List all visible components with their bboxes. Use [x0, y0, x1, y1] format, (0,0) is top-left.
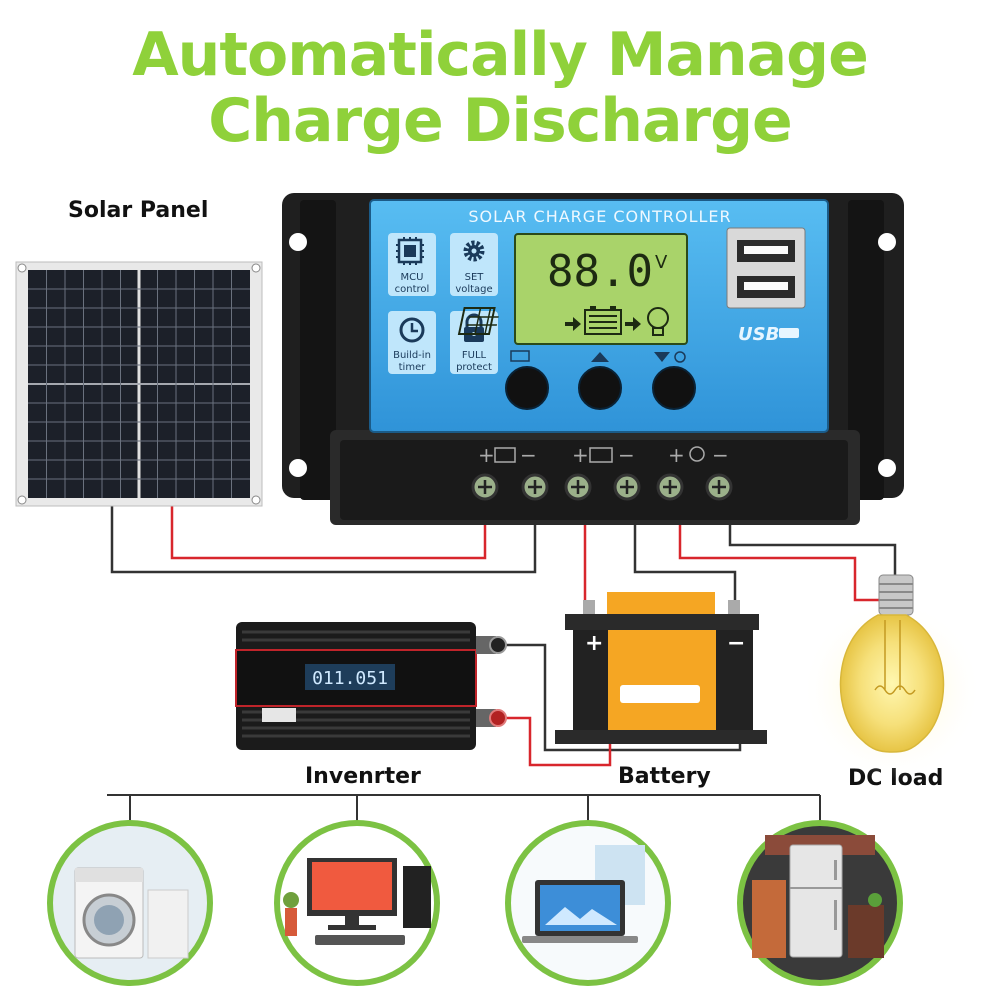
terminal-sign-1: + [478, 443, 495, 467]
solar-panel-label: Solar Panel [68, 198, 209, 223]
terminal-sign-3: + [572, 443, 589, 467]
lcd-value: 88.0 [547, 246, 653, 297]
feature-mcu: MCU control [388, 233, 436, 296]
appliance-bus [107, 794, 821, 825]
title-line-1: Automatically Manage [132, 20, 869, 90]
feature-set-line2: voltage [455, 284, 492, 295]
inverter-positive-terminal[interactable] [489, 709, 507, 727]
title-line-2: Charge Discharge [208, 86, 792, 156]
desktop-computer-icon [283, 858, 431, 945]
inverter: 011.051 [235, 622, 507, 750]
terminals[interactable] [471, 473, 733, 501]
down-button[interactable] [652, 366, 696, 410]
clock-icon [399, 317, 425, 343]
appliance-washing-machine [47, 820, 213, 986]
inverter-display: 011.051 [312, 668, 388, 689]
feature-mcu-line2: control [395, 284, 430, 295]
feature-protect: FULL protect [450, 311, 498, 374]
feature-timer-line1: Build-in [393, 350, 431, 361]
feature-protect-line1: FULL [462, 350, 487, 361]
wire-solar-positive [170, 500, 487, 560]
wire-load-positive [678, 500, 880, 602]
feature-set: SET voltage [450, 233, 498, 296]
battery-icon [584, 306, 622, 335]
battery: + − [555, 592, 767, 744]
appliance-laptop [505, 820, 671, 986]
wire-inverter-positive [500, 716, 612, 767]
menu-button[interactable] [505, 366, 549, 410]
inverter-label: Invenrter [305, 764, 421, 789]
usb-label: USB [738, 324, 779, 345]
terminal-sign-6: − [712, 443, 729, 467]
svg-text:+: + [585, 631, 603, 656]
wire-inverter-negative [500, 643, 742, 752]
terminal-sign-2: − [520, 443, 537, 467]
load-terminal-icon [689, 446, 705, 462]
appliance-desktop [274, 820, 440, 986]
up-button[interactable] [578, 366, 622, 410]
wire-solar-negative [110, 500, 537, 574]
appliance-refrigerator [737, 820, 903, 986]
solar-terminal-icon [494, 447, 516, 463]
solar-icon [457, 307, 499, 335]
lcd-unit: V [655, 252, 668, 273]
battery-terminal-icon [589, 447, 613, 463]
terminal-sign-5: + [668, 443, 685, 467]
laptop-icon [522, 845, 645, 943]
bulb-icon-large [802, 574, 982, 780]
feature-set-line1: SET [465, 272, 485, 283]
feature-timer: Build-in timer [388, 311, 436, 374]
svg-text:−: − [727, 631, 745, 656]
charge-controller: SOLAR CHARGE CONTROLLER MCU control SET … [282, 193, 904, 525]
controller-header: SOLAR CHARGE CONTROLLER [468, 207, 731, 226]
gear-icon [463, 240, 485, 262]
wires [110, 500, 897, 767]
feature-protect-line2: protect [456, 362, 492, 373]
feature-mcu-line1: MCU [401, 272, 424, 283]
wire-battery-negative [633, 500, 737, 605]
lcd-screen [514, 233, 688, 345]
washing-machine-icon [74, 867, 189, 959]
terminal-sign-4: − [618, 443, 635, 467]
feature-timer-line2: timer [399, 362, 427, 373]
solar-panel [15, 261, 263, 507]
battery-label: Battery [618, 764, 711, 789]
chip-icon [396, 237, 424, 265]
bulb-icon [647, 307, 669, 336]
refrigerator-icon [752, 835, 884, 958]
inverter-negative-terminal[interactable] [489, 636, 507, 654]
